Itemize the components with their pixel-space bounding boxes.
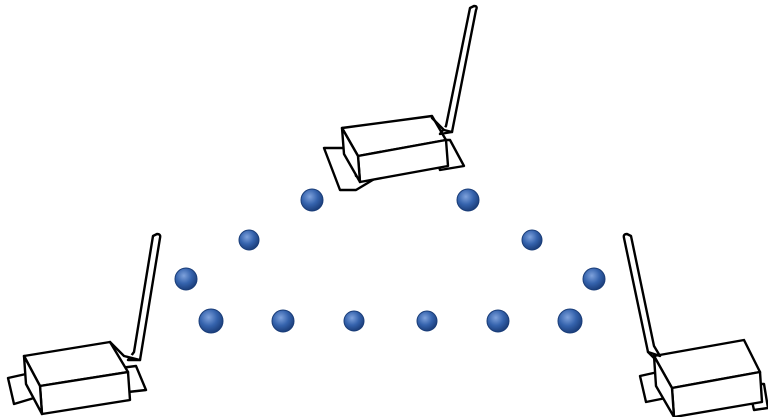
wireless-device-icon xyxy=(324,6,477,190)
device-bottom-right xyxy=(624,234,768,417)
signal-dot-top-to-bottom-right-1 xyxy=(457,189,479,211)
signal-dot-top-to-bottom-left-1 xyxy=(301,189,323,211)
signal-dot-top-to-bottom-right-3 xyxy=(583,268,605,290)
signal-dot-top-to-bottom-right-2 xyxy=(522,230,542,250)
signal-dot-bottom-left-to-bottom-right-5 xyxy=(487,310,509,332)
signal-dot-bottom-left-to-bottom-right-4 xyxy=(417,311,437,331)
wireless-device-icon xyxy=(8,234,160,414)
wireless-device-icon xyxy=(624,234,768,417)
signal-dot-top-to-bottom-left-3 xyxy=(175,268,197,290)
signal-dot-bottom-left-to-bottom-right-3 xyxy=(344,311,364,331)
signal-dot-top-to-bottom-left-2 xyxy=(239,230,259,250)
signal-dot-bottom-left-to-bottom-right-1 xyxy=(199,309,223,333)
signal-dots xyxy=(175,189,605,333)
device-top xyxy=(324,6,477,190)
signal-dot-bottom-left-to-bottom-right-2 xyxy=(272,310,294,332)
device-bottom-left xyxy=(8,234,160,414)
signal-dot-bottom-left-to-bottom-right-6 xyxy=(558,309,582,333)
